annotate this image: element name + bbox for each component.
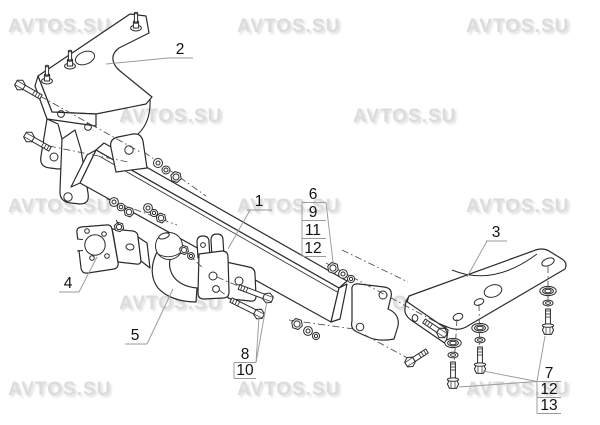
- callout-label: 11: [305, 222, 321, 239]
- top-bracket-part2: [34, 11, 153, 205]
- watermark-text: AVTOS.SU: [119, 106, 223, 127]
- callout-label: 3: [492, 224, 501, 241]
- socket-plate-part4: [74, 224, 151, 274]
- callout-label: 1: [255, 193, 264, 210]
- callout-label: 6: [309, 186, 318, 203]
- callout-label: 2: [176, 41, 185, 58]
- callout-label: 13: [540, 397, 557, 414]
- callout-label: 9: [309, 204, 318, 221]
- watermark-text: AVTOS.SU: [353, 106, 457, 127]
- callout-label: 8: [241, 346, 250, 363]
- watermark-text: AVTOS.SU: [466, 196, 570, 217]
- watermark-text: AVTOS.SU: [237, 16, 341, 37]
- watermark-text: AVTOS.SU: [8, 379, 112, 400]
- callout-label: 10: [236, 362, 254, 379]
- callout-label: 7: [545, 365, 554, 382]
- watermark-text: AVTOS.SU: [237, 196, 341, 217]
- callout-label: 5: [131, 327, 140, 344]
- fasteners: [14, 79, 557, 389]
- ball-mount-part5: [151, 232, 257, 303]
- callout-label: 12: [540, 381, 557, 398]
- callout-label: 4: [64, 275, 73, 292]
- callout-label: 12: [304, 240, 321, 257]
- watermark-text: AVTOS.SU: [466, 16, 570, 37]
- watermark-text: AVTOS.SU: [237, 379, 341, 400]
- crossbeam-part1: [70, 133, 399, 341]
- watermark-text: AVTOS.SU: [8, 16, 112, 37]
